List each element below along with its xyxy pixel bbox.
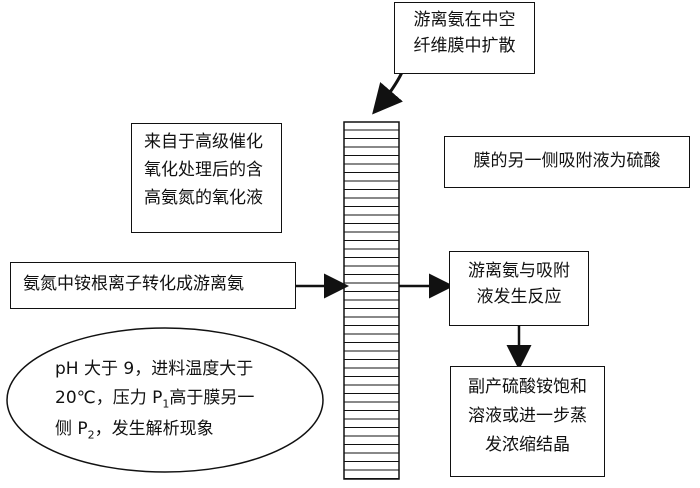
top-box-line-2: 纤维膜中扩散 (413, 36, 516, 57)
condition-line-1: pH 大于 9，进料温度大于 (55, 359, 254, 379)
source-box-line-3: 高氨氮的氧化液 (144, 188, 263, 209)
absorbent-side-box: 膜的另一侧吸附液为硫酸 (444, 136, 690, 188)
product-box-line-1: 副产硫酸铵饱和 (468, 377, 587, 397)
product-box: 副产硫酸铵饱和 溶液或进一步蒸 发浓缩结晶 (450, 366, 605, 477)
source-box-line-1: 来自于高级催化 (144, 132, 263, 152)
top-box-line-1: 游离氨在中空 (413, 10, 516, 30)
condition-line-2-b: 高于膜另一 (169, 388, 255, 409)
condition-line-2-a: 20℃，压力 P (55, 388, 163, 409)
product-box-line-2: 溶液或进一步蒸 (468, 405, 587, 426)
reaction-box: 游离氨与吸附 液发生反应 (449, 251, 589, 326)
reaction-box-line-2: 液发生反应 (476, 287, 562, 308)
condition-text: pH 大于 9，进料温度大于 20℃，压力 P1高于膜另一 侧 P2，发生解析现… (55, 355, 295, 445)
top-diffusion-box: 游离氨在中空 纤维膜中扩散 (394, 2, 535, 74)
reaction-box-line-1: 游离氨与吸附 (468, 261, 570, 281)
condition-line-2: 20℃，压力 P1高于膜另一 (55, 384, 295, 414)
source-liquid-box: 来自于高级催化 氧化处理后的含 高氨氮的氧化液 (131, 123, 282, 233)
condition-line-3: 侧 P2，发生解析现象 (55, 415, 295, 445)
condition-line-3-b: ，发生解析现象 (94, 418, 214, 439)
p2-subscript: 2 (87, 427, 95, 441)
absorbent-side-text: 膜的另一侧吸附液为硫酸 (473, 151, 661, 171)
diffusion-arrow (372, 67, 406, 115)
condition-line-3-a: 侧 P (55, 418, 88, 439)
conversion-box: 氨氮中铵根离子转化成游离氨 (10, 262, 296, 309)
product-box-line-3: 发浓缩结晶 (485, 434, 570, 455)
hollow-fiber-membrane (343, 121, 400, 480)
condition-ellipse-shape (6, 327, 324, 473)
conversion-text: 氨氮中铵根离子转化成游离氨 (23, 274, 244, 294)
p1-subscript: 1 (162, 397, 170, 411)
source-box-line-2: 氧化处理后的含 (144, 160, 263, 181)
